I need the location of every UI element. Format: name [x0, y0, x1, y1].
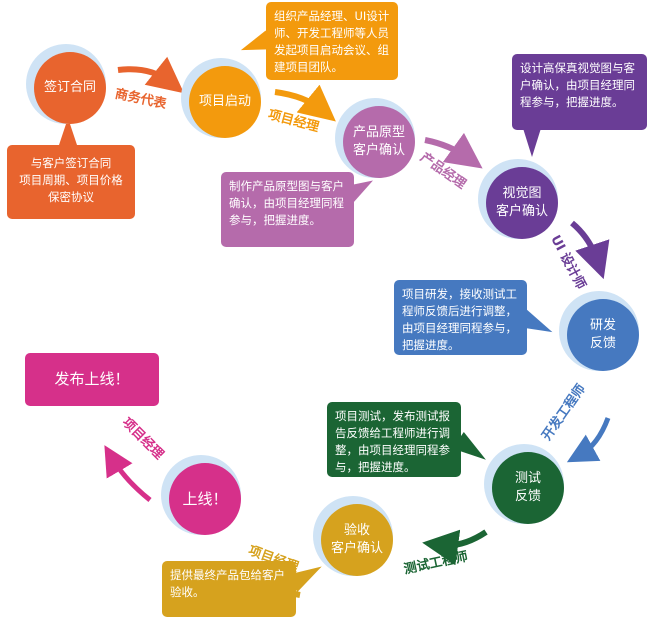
- callout-sign-contract: 与客户签订合同 项目周期、项目价格 保密协议: [7, 145, 135, 219]
- node-kickoff: 项目启动: [189, 66, 261, 138]
- node-visual-confirm: 视觉图 客户确认: [486, 167, 558, 239]
- callout-development: 项目研发，接收测试工程师反馈后进行调整，由项目经理同程参与，把握进度。: [394, 280, 527, 355]
- callout-acceptance: 提供最终产品包给客户验收。: [162, 561, 296, 617]
- arrow-2: [274, 84, 336, 122]
- callout-prototype: 制作产品原型图与客户确认，由项目经理同程参与，把握进度。: [221, 172, 354, 247]
- callout-tail: [522, 125, 542, 157]
- callout-tail: [58, 118, 78, 148]
- node-go-live: 上线！: [169, 463, 241, 535]
- node-sign-contract: 签订合同: [34, 52, 106, 124]
- node-prototype-confirm: 产品原型 客户确认: [343, 106, 415, 178]
- arrow-8: [104, 445, 152, 502]
- arrow-5: [566, 417, 611, 463]
- arrow-4: [570, 220, 610, 280]
- node-test-feedback: 测试 反馈: [492, 452, 564, 524]
- final-release-box: 发布上线！: [25, 353, 159, 406]
- callout-testing: 项目测试，发布测试报告反馈给工程师进行调整，由项目经理同程参与，把握进度。: [327, 402, 461, 477]
- node-acceptance: 验收 客户确认: [321, 504, 393, 576]
- arrow-3: [424, 132, 483, 169]
- callout-visual: 设计高保真视觉图与客户确认，由项目经理同程参与，把握进度。: [512, 54, 647, 130]
- node-dev-feedback: 研发 反馈: [567, 299, 639, 371]
- arrow-6: [422, 529, 488, 566]
- arrow-1: [117, 56, 185, 94]
- callout-kickoff: 组织产品经理、UI设计师、开发工程师等人员发起项目启动会议、组建项目团队。: [266, 2, 398, 80]
